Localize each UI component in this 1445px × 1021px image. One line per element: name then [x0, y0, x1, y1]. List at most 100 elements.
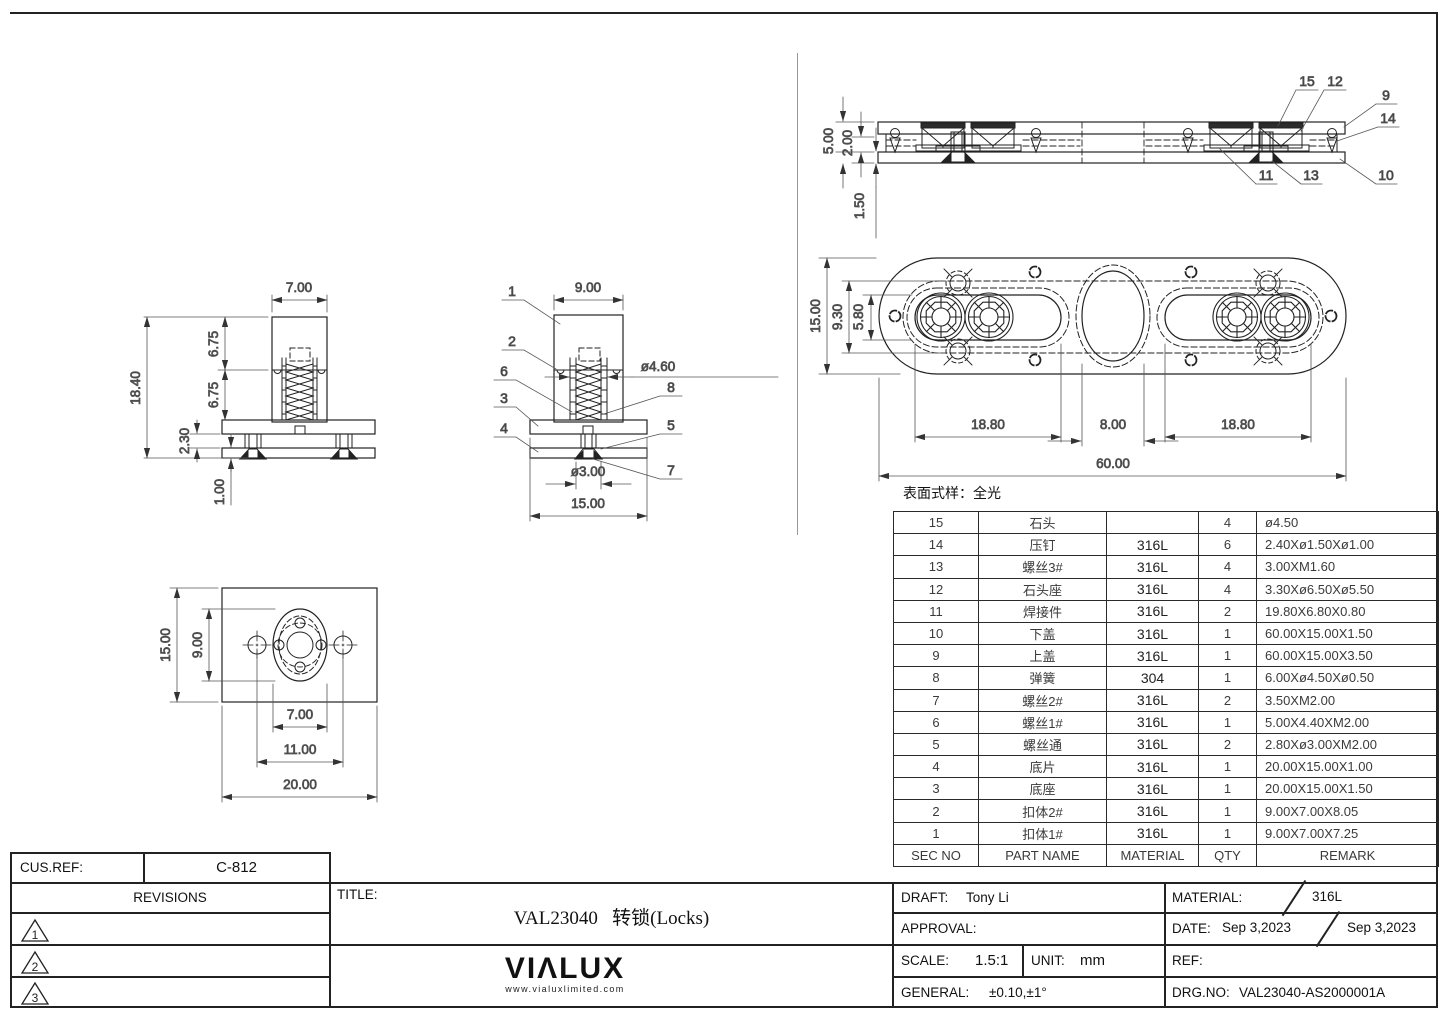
dim-plan-slot-h: 5.80: [851, 304, 866, 330]
callout-15: 15: [1299, 73, 1315, 89]
bom-sec: 1: [893, 821, 979, 845]
torx-screw: [1184, 353, 1198, 367]
callout-13: 13: [1303, 167, 1319, 183]
callout-2: 2: [508, 333, 516, 349]
dim-bottom-width: 20.00: [283, 777, 317, 792]
callout-12: 12: [1327, 73, 1343, 89]
bom-qty: 1: [1198, 755, 1257, 779]
bom-material: 304: [1106, 666, 1199, 690]
stone-seat: [970, 122, 1016, 149]
drawing-title: VAL23040 转锁(Locks): [513, 908, 710, 929]
tb-line: [893, 944, 1438, 946]
bom-part: 上盖: [978, 644, 1107, 668]
crosshead-screw: [943, 336, 973, 366]
bom-sec: 10: [893, 621, 979, 646]
torx-screw: [888, 309, 902, 323]
bom-material: 316L: [1106, 533, 1199, 557]
vialux-logo: VIΛLUX www.vialuxlimited.com: [380, 952, 750, 994]
bom-part: 石头: [978, 510, 1107, 535]
bom-remark: 6.00Xø4.50Xø0.50: [1256, 666, 1439, 690]
scale-value: 1.5:1: [975, 952, 1009, 969]
bom-qty: 6: [1198, 533, 1257, 557]
bom-part: 下盖: [978, 621, 1107, 646]
dim-bottom-height: 15.00: [158, 628, 173, 662]
tb-line: [893, 912, 1438, 914]
bom-qty: 1: [1198, 710, 1257, 734]
bom-remark: 60.00X15.00X3.50: [1256, 644, 1439, 668]
section-divider: [797, 53, 798, 535]
bom-qty: 2: [1198, 732, 1257, 757]
bom-sec: 14: [893, 533, 979, 557]
side-view: [877, 121, 1346, 164]
gem-stone: [964, 292, 1014, 342]
bom-remark: 60.00X15.00X1.50: [1256, 621, 1439, 646]
plan-view: [878, 257, 1347, 375]
bom-header-part: PART NAME: [978, 843, 1107, 868]
revision-mark-2: 2: [20, 950, 50, 974]
gem-stone: [1260, 292, 1310, 342]
bom-remark: 20.00X15.00X1.00: [1256, 755, 1439, 779]
tb-line: [10, 912, 330, 914]
dim-plan-slot-w2: 18.80: [1221, 417, 1255, 432]
dim-bottom-oval-h: 9.00: [190, 632, 205, 658]
logo-text: VIΛLUX: [504, 952, 626, 985]
revision-number: 3: [32, 991, 39, 1005]
bom-material: 316L: [1106, 755, 1199, 779]
bom-sec: 2: [893, 799, 979, 823]
bom-material: 316L: [1106, 732, 1199, 757]
bom-qty: 2: [1198, 599, 1257, 623]
section-view: [529, 314, 648, 460]
bom-part: 螺丝1#: [978, 710, 1107, 734]
bom-remark: 9.00X7.00X7.25: [1256, 821, 1439, 845]
bom-part: 底片: [978, 755, 1107, 779]
bom-remark: 2.80Xø3.00XM2.00: [1256, 732, 1439, 757]
bom-qty: 1: [1198, 799, 1257, 823]
bom-material: 316L: [1106, 688, 1199, 712]
general-value: ±0.10,±1°: [989, 985, 1047, 1000]
callout-7: 7: [667, 462, 675, 478]
general-label: GENERAL:: [901, 985, 970, 1000]
bom-material: 316L: [1106, 599, 1199, 623]
callout-6: 6: [500, 363, 508, 379]
dim-plan-height: 15.00: [808, 299, 823, 333]
callout-11: 11: [1259, 167, 1274, 183]
bom-part: 压钉: [978, 533, 1107, 557]
bom-part: 底座: [978, 777, 1107, 801]
section-view-dimensions: 9.00 1 2 6 3 4 ø4.60 8 5 7 ø3.00 15.00: [493, 280, 779, 522]
torx-screw: [1028, 353, 1042, 367]
callout-1: 1: [508, 283, 516, 299]
drg-no-value: VAL23040-AS2000001A: [1239, 985, 1386, 1000]
bom-qty: 1: [1198, 777, 1257, 801]
revision-number: 2: [32, 960, 39, 974]
unit-label: UNIT:: [1031, 953, 1065, 968]
tb-line: [10, 944, 330, 946]
bom-part: 弹簧: [978, 666, 1107, 690]
bom-sec: 9: [893, 644, 979, 668]
dim-side-h2: 2.00: [840, 130, 855, 156]
bom-remark: 9.00X7.00X8.05: [1256, 799, 1439, 823]
bom-qty: 1: [1198, 821, 1257, 845]
stone-seat: [1258, 122, 1304, 149]
dim-front-gap: 2.30: [177, 428, 192, 454]
bom-part: 螺丝2#: [978, 688, 1107, 712]
bom-material: 316L: [1106, 644, 1199, 668]
bottom-view: [221, 587, 378, 703]
gem-stone: [1212, 292, 1262, 342]
revisions-label: REVISIONS: [133, 890, 207, 905]
dim-plan-center: 8.00: [1100, 417, 1126, 432]
cus-ref-label: CUS.REF:: [20, 860, 84, 875]
bom-remark: 3.50XM2.00: [1256, 688, 1439, 712]
bom-sec: 6: [893, 710, 979, 734]
drg-no-label: DRG.NO:: [1172, 985, 1230, 1000]
callout-5: 5: [667, 417, 675, 433]
